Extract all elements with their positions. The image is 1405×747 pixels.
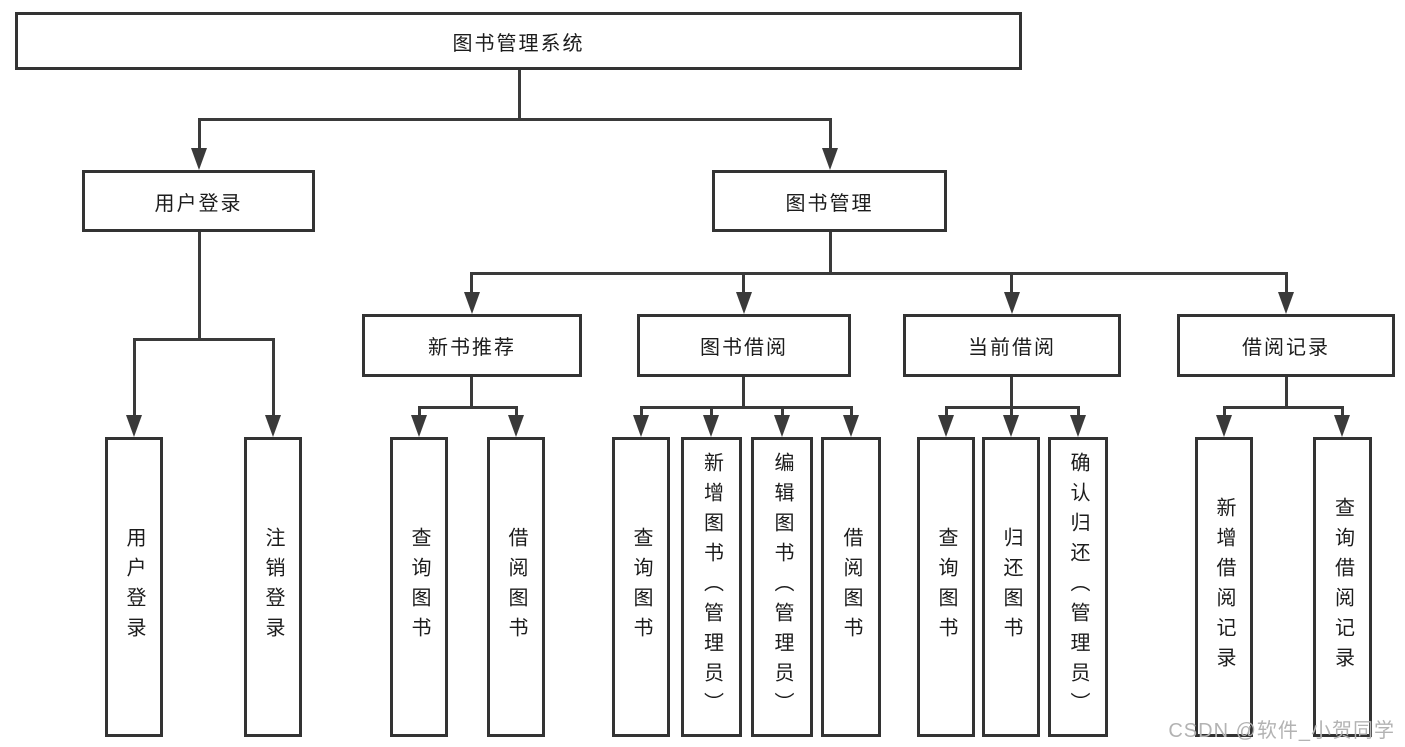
connector-book-management-stem [829,232,832,275]
connector-drop-leaf [781,406,784,418]
leaf-logout: 注销登录 [244,437,302,737]
leaf-query-books: 查询图书 [390,437,448,737]
connector-drop-leaf [850,406,853,418]
leaf-return-books: 归还图书 [982,437,1040,737]
arrowhead [1278,292,1294,314]
connector-drop-level3 [1010,272,1013,294]
connector-drop-leaf [272,338,275,418]
leaf-label: 编辑图书（管理员） [771,452,793,722]
connector-records-stem [1285,377,1288,409]
connector-drop-user-login [198,118,201,152]
connector-recommend-bar [418,406,518,409]
leaf-label: 新增图书（管理员） [700,452,723,722]
connector-root-bar [198,118,831,121]
node-library-management-system: 图书管理系统 [15,12,1022,70]
arrowhead [411,415,427,437]
arrowhead [1004,292,1020,314]
connector-drop-leaf [1341,406,1344,418]
node-new-book-recommendation: 新书推荐 [362,314,582,377]
connector-current-stem [1010,377,1013,409]
leaf-label: 借阅图书 [505,527,527,647]
arrowhead [633,415,649,437]
leaf-label: 查询借阅记录 [1331,497,1354,677]
arrowhead [265,415,281,437]
leaf-label: 确认归还（管理员） [1067,452,1089,722]
arrowhead [774,415,790,437]
leaf-label: 查询图书 [630,527,652,647]
leaf-add-books-admin: 新增图书（管理员） [681,437,742,737]
connector-drop-leaf [1010,406,1013,418]
connector-drop-level3 [742,272,745,294]
connector-drop-book-management [829,118,832,152]
node-label: 图书管理系统 [452,32,585,55]
node-label: 图书管理 [785,192,874,215]
arrowhead [703,415,719,437]
connector-drop-leaf [640,406,643,418]
connector-drop-level3 [1285,272,1288,294]
connector-records-bar [1223,406,1344,409]
leaf-query-borrow-record: 查询借阅记录 [1313,437,1372,737]
node-label: 当前借阅 [968,337,1056,359]
connector-drop-leaf [1077,406,1080,418]
arrowhead [126,415,142,437]
node-label: 新书推荐 [428,337,516,359]
leaf-label: 归还图书 [1000,527,1022,647]
arrowhead [1003,415,1019,437]
connector-drop-leaf [515,406,518,418]
node-label: 用户登录 [154,192,243,215]
leaf-user-login: 用户登录 [105,437,163,737]
node-book-borrowing: 图书借阅 [637,314,851,377]
node-label: 借阅记录 [1242,337,1330,359]
connector-borrowing-bar [640,406,853,409]
connector-drop-leaf [1223,406,1226,418]
arrowhead [464,292,480,314]
connector-drop-leaf [710,406,713,418]
node-book-management: 图书管理 [712,170,947,232]
leaf-label: 用户登录 [123,527,145,647]
node-label: 图书借阅 [700,337,788,359]
leaf-confirm-return-admin: 确认归还（管理员） [1048,437,1108,737]
connector-borrowing-stem [742,377,745,409]
leaf-edit-books-admin: 编辑图书（管理员） [751,437,813,737]
arrowhead [822,148,838,170]
connector-drop-level3 [470,272,473,294]
node-borrowing-records: 借阅记录 [1177,314,1395,377]
connector-book-management-bar [470,272,1288,275]
arrowhead [938,415,954,437]
leaf-label: 注销登录 [262,527,284,647]
arrowhead [1216,415,1232,437]
arrowhead [191,148,207,170]
leaf-label: 查询图书 [408,527,430,647]
connector-drop-leaf [945,406,948,418]
arrowhead [736,292,752,314]
leaf-borrow-books: 借阅图书 [821,437,881,737]
node-current-borrowing: 当前借阅 [903,314,1121,377]
connector-root-stem [518,70,521,121]
arrowhead [1070,415,1086,437]
leaf-query-books: 查询图书 [612,437,670,737]
arrowhead [508,415,524,437]
leaf-label: 新增借阅记录 [1213,497,1235,677]
connector-drop-leaf [418,406,421,418]
node-user-login: 用户登录 [82,170,315,232]
connector-recommend-stem [470,377,473,409]
leaf-add-borrow-record: 新增借阅记录 [1195,437,1253,737]
leaf-label: 查询图书 [935,527,957,647]
connector-user-login-stem [198,232,201,341]
connector-user-login-bar [133,338,275,341]
leaf-label: 借阅图书 [840,527,862,647]
leaf-borrow-books: 借阅图书 [487,437,545,737]
leaf-query-books: 查询图书 [917,437,975,737]
arrowhead [1334,415,1350,437]
connector-drop-leaf [133,338,136,418]
arrowhead [843,415,859,437]
csdn-watermark: CSDN @软件_小贺同学 [1168,720,1395,742]
